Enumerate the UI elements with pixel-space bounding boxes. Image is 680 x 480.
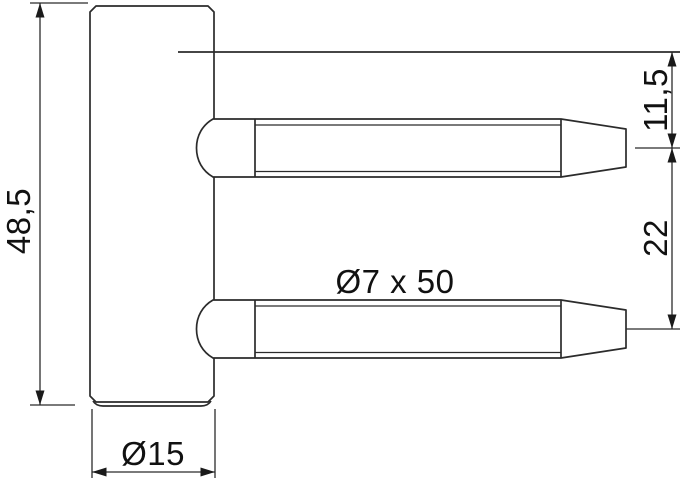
dimension-pin-offset: 11,5: [635, 52, 680, 149]
barrel-height-label: 48,5: [0, 188, 37, 254]
arrow-left-icon: [92, 467, 107, 477]
pin-spec-label: Ø7 x 50: [335, 263, 454, 300]
arrow-right-icon: [200, 467, 215, 477]
barrel-bottom-rim-line: [92, 400, 212, 407]
hinge-pin-bottom: [195, 299, 627, 359]
pin-top-outline: [195, 118, 627, 178]
arrow-down-icon: [667, 133, 677, 148]
arrow-up-icon: [667, 148, 677, 163]
arrow-down-icon: [667, 314, 677, 329]
pin-offset-label: 11,5: [637, 68, 674, 132]
arrow-up-icon: [35, 3, 45, 18]
barrel-diameter-label: Ø15: [121, 435, 185, 472]
hinge-pin-top: [195, 118, 627, 178]
arrow-up-icon: [667, 52, 677, 67]
hinge-barrel: [89, 5, 215, 407]
dimension-pin-spacing: 22: [626, 148, 680, 330]
pin-spacing-label: 22: [637, 219, 674, 257]
dimension-barrel-diameter: Ø15: [91, 409, 216, 478]
pin-bottom-outline: [195, 299, 627, 359]
barrel-outline: [89, 5, 215, 403]
dimension-barrel-height: 48,5: [0, 2, 88, 406]
arrow-down-icon: [35, 390, 45, 405]
